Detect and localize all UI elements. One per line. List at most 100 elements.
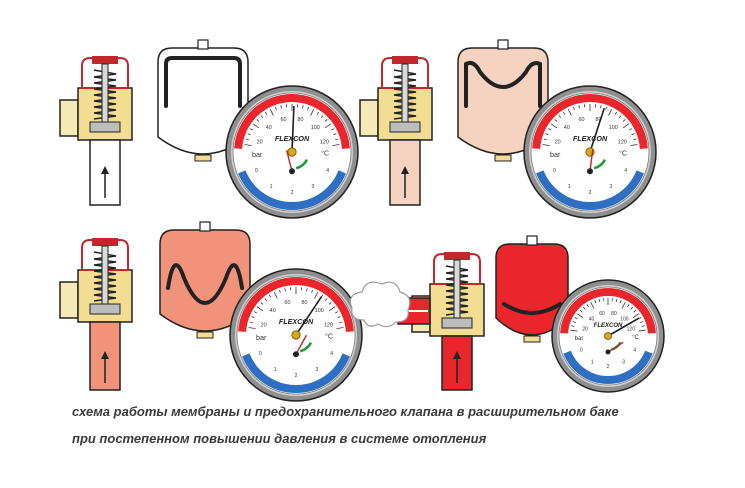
expansion-tank — [157, 47, 249, 155]
valve-seat — [389, 121, 421, 133]
valve-stem — [401, 63, 409, 125]
gauge-temp-tick — [337, 316, 341, 319]
gauge-temp-tick — [333, 133, 337, 136]
gauge-temp-label: 20 — [261, 322, 267, 328]
gauge-temp-tick — [570, 329, 578, 332]
gauge-temp-label: 40 — [266, 125, 272, 131]
gauge-temp-label: 100 — [311, 125, 320, 131]
gauge-pressure-label: 2 — [607, 364, 610, 370]
gauge-pressure-label: 1 — [591, 360, 594, 366]
valve-side-inlet — [59, 99, 79, 137]
gauge-temp-tick — [314, 292, 319, 299]
gauge-temp-tick — [630, 144, 638, 146]
valve-spring — [393, 69, 417, 120]
tank-membrane — [164, 56, 242, 108]
gauge-temp-tick — [260, 115, 264, 119]
gauge-temp-tick — [567, 109, 572, 116]
gauge-temp-unit: °C — [325, 332, 333, 341]
gauge-pressure-label: 0 — [255, 168, 258, 174]
caption-line-1: схема работы мембраны и предохранительно… — [72, 404, 619, 419]
gauge-temp-tick — [310, 109, 315, 116]
gauge-green-marker — [593, 158, 607, 170]
valve-side-inlet — [59, 281, 79, 319]
tank-top-nipple — [526, 235, 538, 246]
gauge-temp-tick — [335, 311, 339, 314]
gauge-brand: FLEXCON — [594, 323, 623, 329]
gauge-temp-label: 20 — [582, 327, 588, 333]
valve-stem — [101, 245, 109, 307]
gauge-temp-tick — [331, 128, 335, 131]
gauge-temp-unit: °C — [632, 335, 639, 341]
gauge-pressure-label: 4 — [633, 348, 636, 354]
gauge-temp-knob — [291, 330, 301, 340]
gauge-temp-tick — [247, 133, 251, 136]
gauge-temp-band — [238, 277, 354, 332]
gauge-temp-tick — [306, 288, 308, 292]
gauge-temp-tick — [638, 329, 646, 332]
gauge-temp-label: 120 — [618, 139, 627, 145]
gauge-pressure-label: 2 — [589, 190, 592, 196]
expansion-tank — [159, 229, 251, 332]
gauge-temp-tick — [249, 321, 253, 324]
gauge-temp-label: 100 — [315, 308, 324, 314]
tank-membrane — [166, 263, 244, 305]
gauge-temp-label: 40 — [564, 125, 570, 131]
gauge-pressure-hub — [293, 351, 299, 358]
caption-line-2: при постепенном повышении давления в сис… — [72, 431, 487, 446]
gauge-temp-tick — [600, 105, 602, 109]
gauge-temp-tick — [542, 144, 550, 146]
gauge-green-marker — [299, 341, 313, 353]
gauge-pressure-label: 4 — [624, 168, 627, 174]
valve-seat — [89, 303, 121, 315]
gauge-temp-knob — [604, 332, 612, 340]
tank-top-nipple — [197, 39, 209, 50]
gauge-temp-tick — [632, 313, 639, 319]
gauge-pressure-unit: bar — [252, 150, 263, 159]
gauge-temp-tick — [256, 119, 260, 122]
valve-spring — [445, 265, 469, 316]
gauge-temp-tick — [554, 119, 558, 122]
gauge-temp-tick — [324, 123, 332, 129]
gauge-temp-label: 60 — [579, 117, 585, 123]
gauge-temp-tick — [640, 321, 644, 323]
gauge-temp-tick — [245, 138, 249, 141]
gauge-temp-tick — [265, 111, 268, 115]
gauge-temp-tick — [284, 288, 286, 292]
gauge-temp-tick — [273, 292, 278, 299]
gauge-temp-tick — [307, 106, 309, 110]
gauge-temp-tick — [269, 294, 272, 298]
gauge-temp-tick — [621, 301, 626, 309]
gauge-pressure-label: 1 — [274, 367, 277, 373]
gauge-pressure-unit: bar — [575, 336, 584, 342]
gauge-temp-tick — [251, 316, 255, 319]
gauge-temp-tick — [627, 304, 630, 308]
gauge-temp-tick — [577, 313, 584, 319]
gauge-temp-label: 40 — [589, 317, 595, 323]
gauge-pressure-band — [238, 170, 346, 210]
gauge-temp-tick — [339, 321, 343, 324]
tank-membrane — [464, 61, 542, 108]
gauge-temp-tick — [574, 317, 578, 320]
gauge-temp-label: 20 — [257, 139, 263, 145]
gauge-temp-tick — [558, 115, 562, 119]
expansion-tank — [495, 243, 569, 336]
gauge-temp-tick — [590, 301, 595, 309]
gauge-temp-tick — [583, 306, 586, 310]
gauge-temp-tick — [633, 138, 637, 141]
tank-membrane — [502, 302, 562, 315]
gauge-temp-unit: °C — [321, 149, 329, 158]
gauge-temp-tick — [336, 327, 344, 329]
gauge-pressure-band — [242, 353, 350, 393]
gauge-temp-tick — [302, 105, 304, 109]
gauge-temp-tick — [279, 289, 281, 293]
gauge-temp-tick — [547, 128, 551, 131]
flow-arrow-head — [101, 351, 109, 359]
gauge-temp-tick — [572, 321, 576, 323]
gauge-temp-label: 80 — [301, 300, 307, 306]
gauge-temp-label: 80 — [611, 311, 617, 317]
gauge-pressure-label: 3 — [622, 360, 625, 366]
